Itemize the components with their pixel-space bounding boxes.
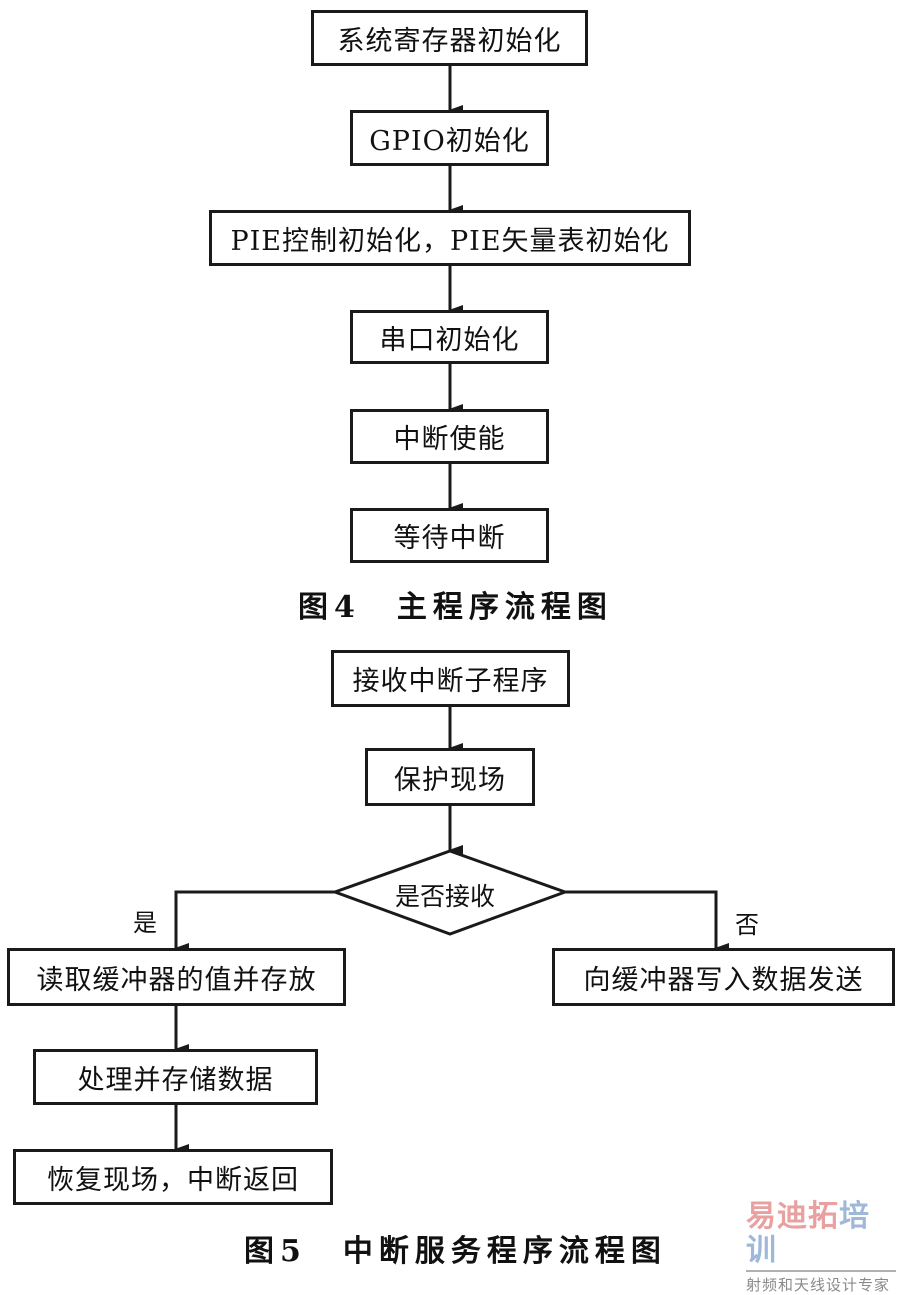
step-read-buffer: 读取缓冲器的值并存放 <box>7 948 346 1006</box>
step-serial-init: 串口初始化 <box>350 310 549 364</box>
no-label: 否 <box>735 911 759 939</box>
watermark-brand-red: 易迪拓 <box>746 1199 839 1234</box>
decision-label: 是否接收 <box>395 882 496 911</box>
step-interrupt-enable: 中断使能 <box>350 409 549 464</box>
step-process-store: 处理并存储数据 <box>33 1049 318 1105</box>
step-wait-interrupt: 等待中断 <box>350 508 549 563</box>
watermark-divider <box>746 1270 896 1272</box>
yes-branch <box>174 890 335 953</box>
step-system-register-init: 系统寄存器初始化 <box>311 10 588 66</box>
step-pie-init: PIE控制初始化，PIE矢量表初始化 <box>209 210 691 266</box>
step-receive-isr: 接收中断子程序 <box>331 650 570 707</box>
watermark-brand-blue: 培训 <box>746 1199 870 1268</box>
step-write-buffer-send: 向缓冲器写入数据发送 <box>552 948 895 1006</box>
yes-label: 是 <box>133 909 157 937</box>
no-branch <box>565 890 729 953</box>
figure5-caption: 图5 中断服务程序流程图 <box>244 1234 667 1269</box>
step-gpio-init: GPIO初始化 <box>350 110 549 166</box>
step-restore-return: 恢复现场，中断返回 <box>13 1149 333 1205</box>
watermark-tagline: 射频和天线设计专家 <box>746 1276 891 1294</box>
watermark-logo: 易迪拓培训 射频和天线设计专家 <box>746 1200 896 1295</box>
step-protect-context: 保护现场 <box>365 748 535 806</box>
decision-diamond <box>330 849 570 936</box>
figure4-caption: 图4 主程序流程图 <box>298 590 613 625</box>
